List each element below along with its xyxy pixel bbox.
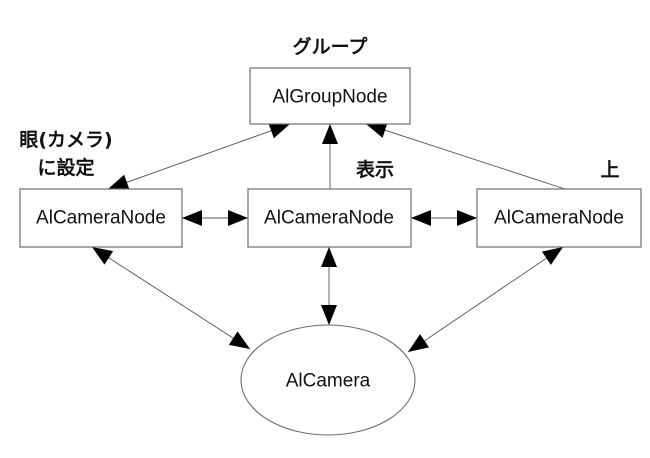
arrowhead-icon: [366, 122, 388, 138]
arrowhead-icon: [541, 247, 563, 265]
arrowhead-icon: [108, 174, 130, 190]
edges-layer: [91, 122, 566, 353]
arrowhead-icon: [321, 247, 337, 267]
edge-camera-left-to-group: [107, 123, 291, 190]
up-annotation: 上: [600, 159, 619, 181]
group-node-label: AlGroupNode: [272, 87, 387, 108]
camera-node-right-box: [476, 188, 642, 248]
arrowhead-icon: [321, 305, 337, 325]
view-annotation: 表示: [356, 158, 394, 181]
node-camera-center: AlCameraNode: [247, 188, 412, 248]
arrowhead-icon: [322, 124, 338, 144]
arrowhead-icon: [268, 123, 290, 139]
arrowhead-icon: [457, 210, 477, 226]
group-annotation: グループ: [293, 35, 369, 58]
arrowhead-icon: [228, 210, 248, 226]
camera-node-center-box: [247, 188, 412, 248]
group-node-box: [249, 67, 411, 125]
camera-label: AlCamera: [286, 371, 371, 392]
camera-node-right-label: AlCameraNode: [494, 208, 624, 229]
arrowhead-icon: [92, 247, 114, 265]
camera-node-center-label: AlCameraNode: [264, 208, 394, 229]
node-camera-left: AlCameraNode: [19, 188, 183, 248]
edge-camera-left-to-camera: [91, 246, 251, 350]
camera-node-left-label: AlCameraNode: [36, 208, 166, 229]
arrowhead-icon: [228, 331, 250, 349]
node-camera-right: AlCameraNode: [476, 188, 642, 248]
node-group: AlGroupNode: [249, 67, 411, 125]
node-camera: AlCamera: [240, 324, 416, 436]
camera-node-left-box: [19, 188, 183, 248]
arrowhead-icon: [411, 210, 431, 226]
camera-ellipse: [240, 324, 416, 436]
eye-annotation-line1: 眼(カメラ): [19, 129, 112, 151]
eye-annotation-line2: に設定: [37, 156, 94, 179]
arrowhead-icon: [182, 210, 202, 226]
arrowhead-icon: [408, 334, 430, 352]
edge-camera-right-to-group: [365, 123, 566, 190]
edge-camera-right-to-camera: [407, 246, 564, 353]
